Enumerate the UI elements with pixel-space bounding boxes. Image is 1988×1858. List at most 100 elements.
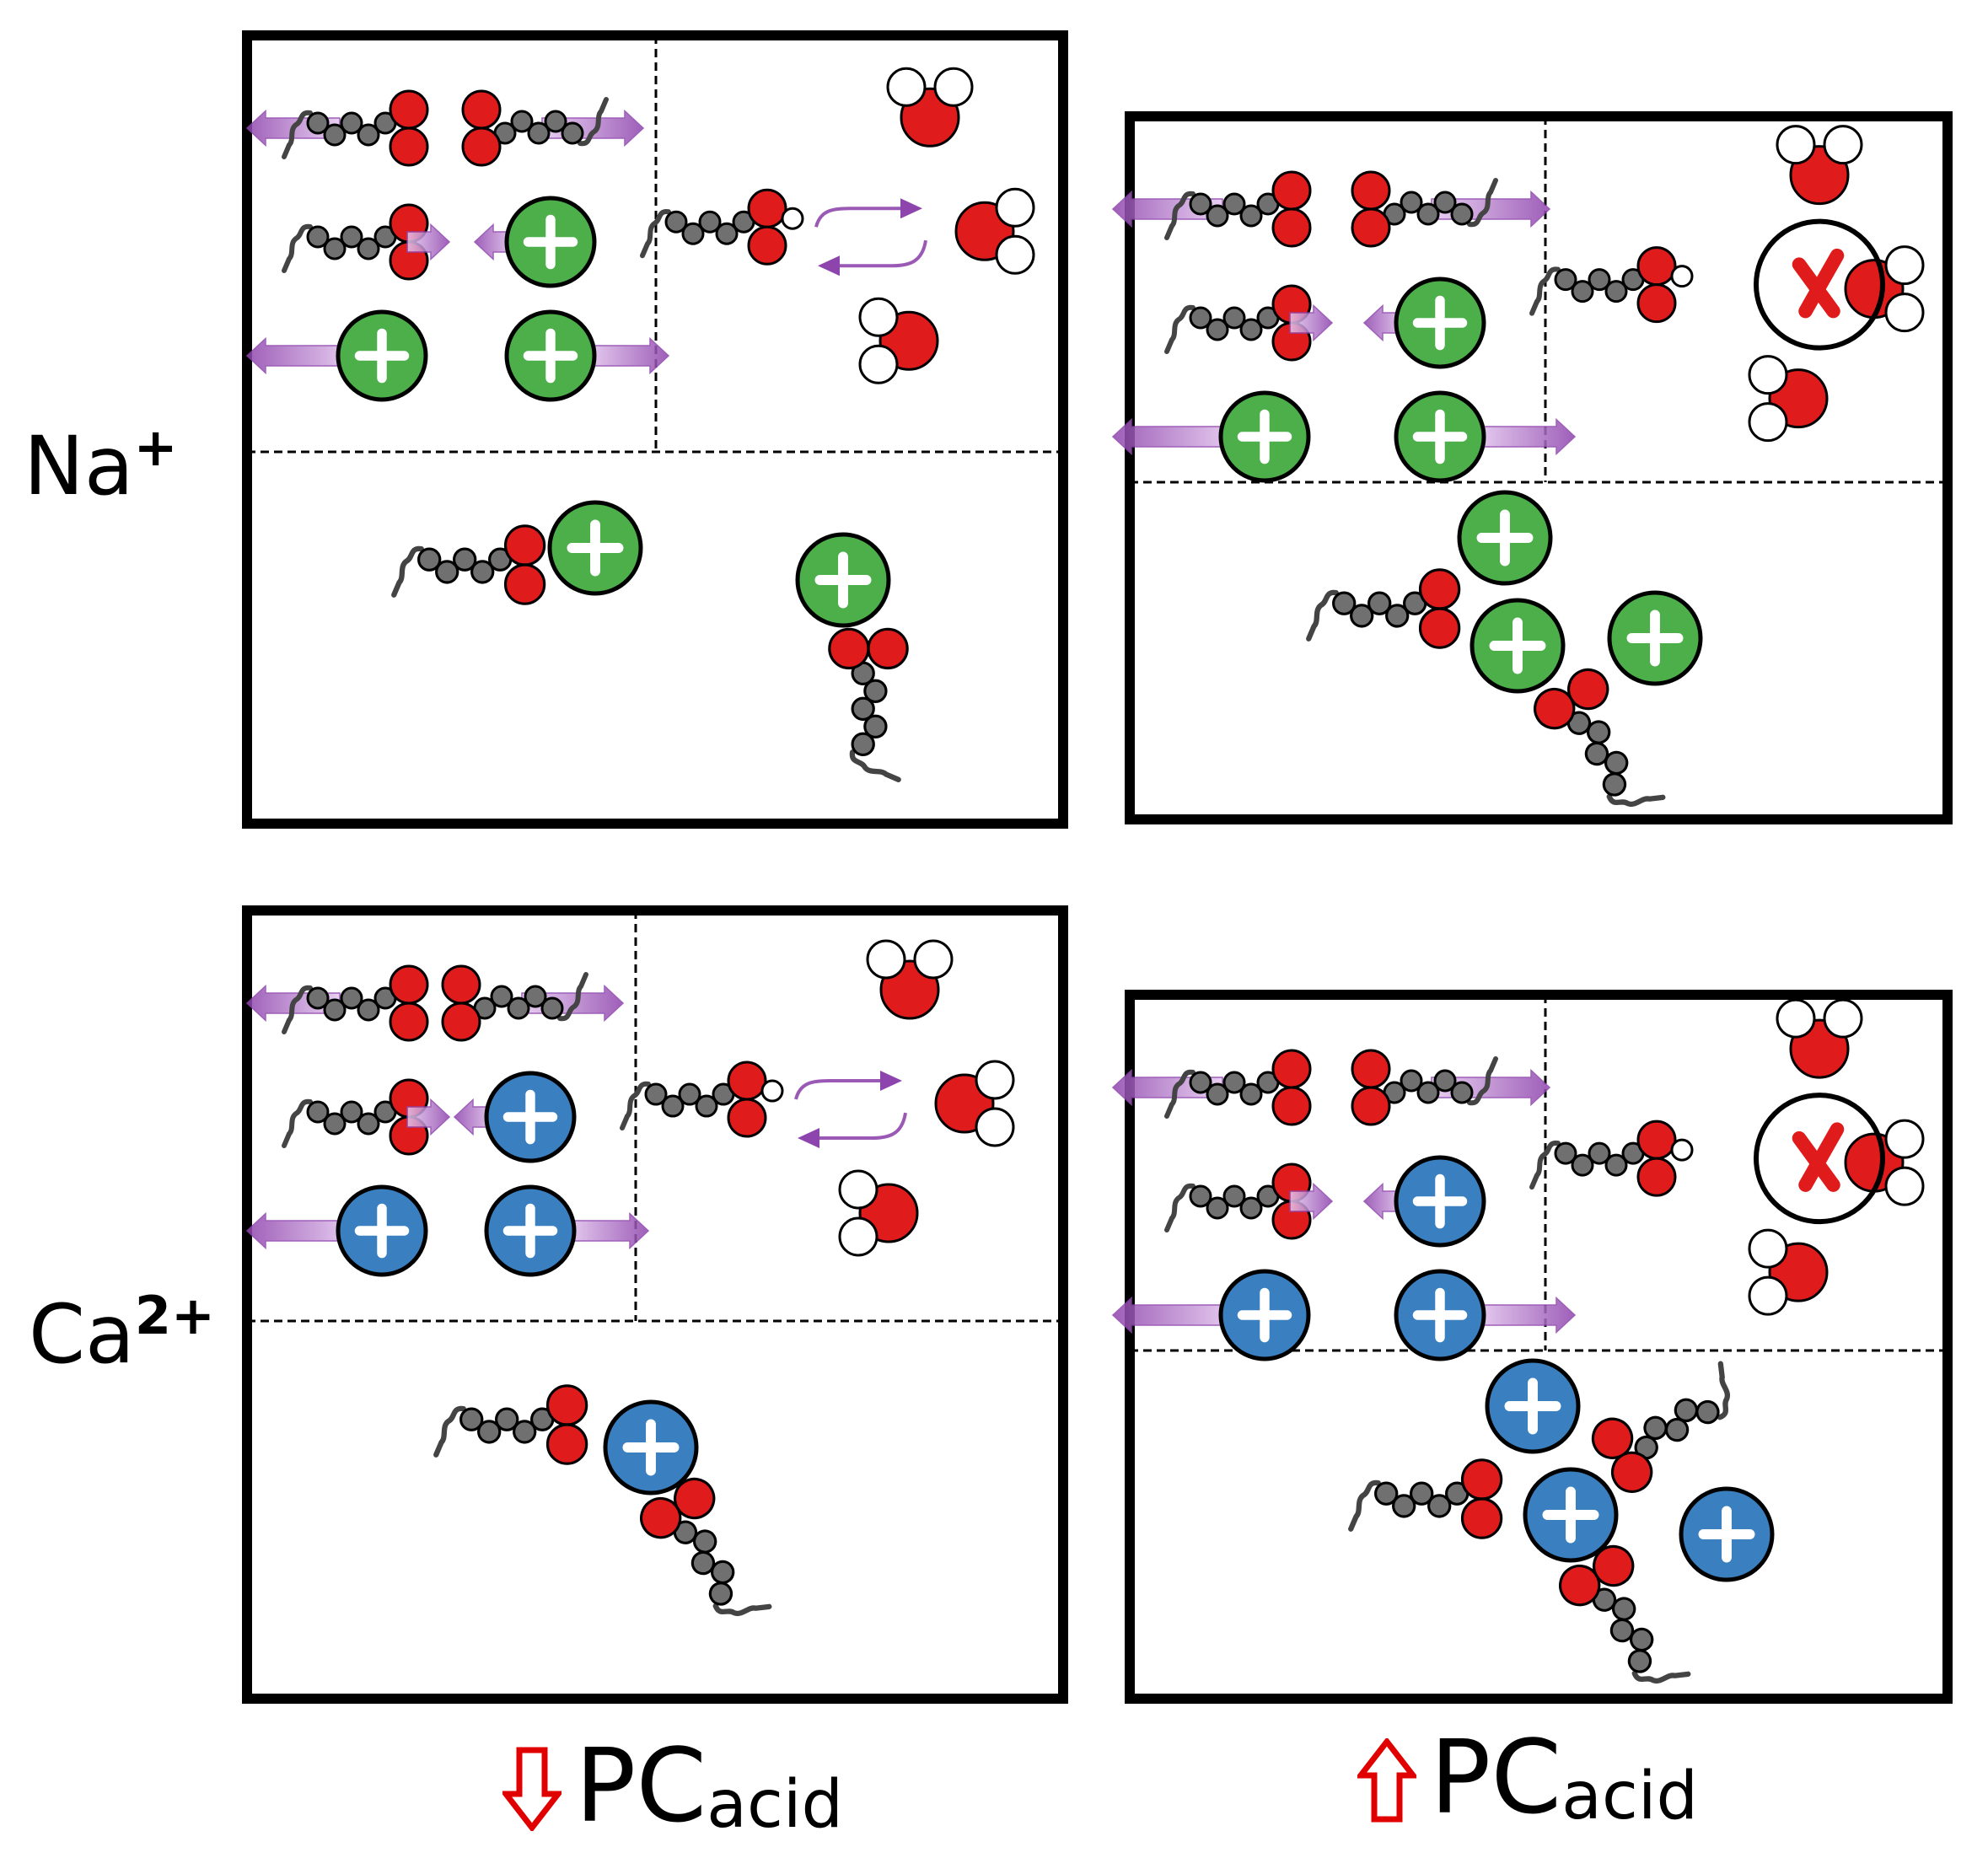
carbon-atom	[1571, 1153, 1594, 1177]
carbon-atom	[306, 111, 330, 135]
sodium-ion	[1394, 390, 1486, 483]
oxygen-atom	[1271, 207, 1312, 248]
alkyl-tail	[1529, 266, 1561, 316]
carbon-atom	[1189, 306, 1212, 330]
water-molecule	[1748, 355, 1829, 443]
alkyl-tail	[391, 545, 424, 598]
arrow-shape	[406, 1098, 451, 1136]
carbon-atom	[323, 237, 347, 260]
carbon-atom	[1400, 191, 1423, 214]
calcium-ion	[1485, 1358, 1581, 1454]
down-arrow-icon	[502, 1747, 561, 1831]
alkyl-tail	[1348, 1479, 1381, 1532]
water-molecule	[866, 939, 954, 1020]
carbon-atom	[1554, 1141, 1577, 1165]
fatty-acid-molecule	[1164, 1049, 1312, 1126]
carbon-atom	[495, 1407, 519, 1431]
alkyl-tail	[282, 1098, 313, 1148]
carbon-atom	[1450, 202, 1474, 226]
plus-icon	[1650, 609, 1660, 667]
carbon-atom	[453, 547, 477, 572]
panel-sodium-low-pc-acid	[242, 30, 1068, 829]
sodium-ion	[1607, 590, 1703, 686]
carbon-atom	[340, 225, 363, 249]
calcium-ion	[1523, 1467, 1619, 1563]
oxygen-atom	[545, 1423, 588, 1465]
carbon-atom	[1239, 204, 1263, 228]
hydrogen-atom	[1776, 125, 1816, 165]
carbon-atom	[863, 714, 888, 738]
carbon-atom	[323, 1112, 347, 1136]
hydrogen-atom	[1776, 998, 1816, 1039]
carbon-atom	[544, 110, 567, 133]
plus-icon	[1435, 295, 1445, 351]
fatty-acid-molecule	[828, 627, 909, 782]
arrowhead	[798, 1128, 819, 1149]
carbon-atom	[1189, 1071, 1212, 1094]
alkyl-tail	[1631, 1670, 1691, 1684]
alkyl-tail	[282, 223, 313, 273]
blocked-exchange-icon	[1754, 1093, 1885, 1225]
carbon-atom	[1189, 1184, 1212, 1208]
oxygen-atom	[1418, 568, 1461, 610]
oxygen-atom	[389, 89, 429, 130]
carbon-atom	[695, 1094, 718, 1118]
oxygen-atom	[1351, 170, 1391, 211]
carbon-atom	[661, 1094, 685, 1118]
calcium-ion	[1679, 1486, 1775, 1582]
alkyl-tail	[1717, 1361, 1731, 1420]
carbon-atom	[863, 679, 888, 703]
hydrogen-atom	[1748, 1275, 1788, 1316]
water-molecule	[1748, 1228, 1829, 1316]
oxygen-atom	[1636, 1120, 1677, 1160]
carbon-atom	[692, 1529, 717, 1554]
carbon-atom	[1604, 280, 1628, 303]
fatty-acid-molecule	[1348, 1458, 1503, 1539]
oxygen-atom	[545, 1384, 588, 1426]
plus-icon	[1260, 409, 1270, 464]
carbon-atom	[1695, 1399, 1720, 1425]
water-molecule	[1844, 245, 1925, 333]
carbon-atom	[1350, 604, 1374, 628]
hydrogen-atom	[1748, 402, 1788, 443]
carbon-atom	[306, 986, 330, 1010]
panel-calcium-high-pc-acid	[1111, 990, 1953, 1704]
complex-region	[1348, 1358, 1775, 1684]
carbon-atom	[306, 1100, 330, 1124]
exchange-arrows	[794, 1071, 907, 1149]
fatty-acid-molecule	[433, 1384, 588, 1465]
plus-icon	[1722, 1506, 1732, 1563]
carbon-atom	[470, 560, 495, 584]
carbon-atom	[1629, 1627, 1654, 1652]
fatty-acid-molecule	[1591, 1361, 1731, 1493]
hydrogen-atom	[1823, 125, 1863, 165]
oxygen-atom	[389, 126, 429, 167]
plus-icon	[838, 551, 848, 609]
oxygen-atom	[389, 1001, 429, 1042]
carbon-atom	[477, 1420, 502, 1444]
carbon-atom	[1332, 591, 1357, 615]
carbon-atom	[1643, 1415, 1668, 1441]
hydrogen-atom	[975, 1060, 1015, 1100]
carbon-atom	[1611, 1597, 1636, 1621]
carbon-atom	[690, 1550, 716, 1576]
alkyl-tail	[1164, 304, 1195, 354]
oxygen-atom	[1351, 207, 1391, 248]
calcium-ion	[1218, 1269, 1311, 1361]
hydrogen-atom	[838, 1216, 878, 1257]
alkyl-tail	[1606, 793, 1666, 808]
alkyl-tail	[282, 985, 313, 1034]
carbon-atom	[1602, 772, 1627, 797]
carbon-atom	[510, 110, 534, 133]
oxygen-atom	[503, 524, 546, 567]
alkyl-tail	[620, 1081, 651, 1131]
fatty-acid-molecule	[461, 89, 609, 167]
hydrogen-atom	[886, 67, 927, 107]
alkyl-tail	[640, 209, 671, 259]
carbon-atom	[664, 210, 688, 234]
oxygen-atom	[867, 627, 909, 670]
carbon-atom	[527, 121, 551, 145]
carbon-atom	[417, 547, 442, 572]
